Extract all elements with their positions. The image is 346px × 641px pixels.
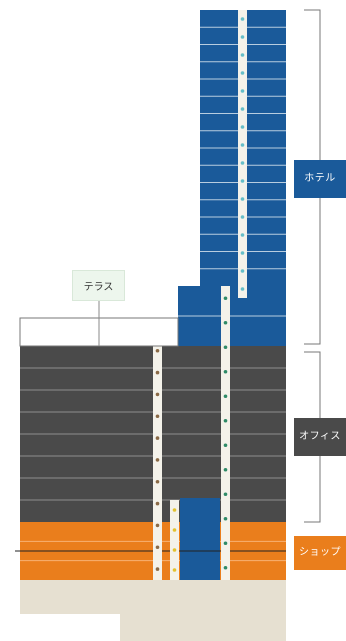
shop-core-dot: [172, 568, 177, 572]
hotel-core-dot: [240, 269, 245, 273]
hotel-core-dot: [240, 233, 245, 237]
main-core-dot: [223, 369, 228, 374]
hotel-core-dot: [240, 35, 245, 39]
main-core-dot: [223, 516, 228, 521]
main-core-dot: [223, 418, 228, 423]
office-core-dot: [155, 501, 160, 506]
main-core-dot: [223, 467, 228, 472]
base-upper: [20, 580, 286, 614]
hotel-core-dot: [240, 53, 245, 57]
office-core-dot: [155, 567, 160, 571]
main-core-dot: [223, 443, 228, 448]
shop-core-dot: [172, 548, 177, 552]
shop-core-dot: [172, 508, 177, 512]
main-core-dot: [223, 565, 228, 570]
hotel-label: ホテル: [294, 160, 346, 198]
terrace-label: テラス: [72, 270, 125, 301]
office-core-dot: [155, 436, 160, 440]
hotel-core-dot: [240, 215, 245, 219]
hotel-core-dot: [240, 287, 245, 291]
main-core-shaft: [221, 286, 230, 580]
office-core-dot: [155, 392, 160, 397]
hotel-core-dot: [240, 143, 245, 147]
main-core-dot: [223, 541, 228, 546]
hotel-core-dot: [240, 89, 245, 93]
main-core-dot: [223, 320, 228, 325]
main-core-dot: [223, 394, 228, 399]
hotel-core-shaft: [238, 10, 247, 298]
main-core-dot: [223, 492, 228, 497]
main-core-dot: [223, 345, 228, 350]
shop-core-shaft: [170, 500, 179, 580]
building-cores: [153, 10, 247, 580]
hotel-core-dot: [240, 197, 245, 201]
shop-core-dot: [172, 528, 177, 532]
office-core-dot: [155, 479, 160, 484]
shop-label: ショップ: [294, 536, 346, 570]
hotel-core-dot: [240, 71, 245, 75]
terrace-outline: [19, 301, 179, 347]
office-core-dot: [155, 414, 160, 419]
hotel-core-dot: [240, 179, 245, 183]
hotel-zone: [178, 10, 286, 346]
office-core-dot: [155, 370, 160, 375]
shop-hotel-core-zone: [180, 498, 220, 580]
main-core-dot: [223, 296, 228, 301]
office-core-dot: [155, 545, 160, 550]
hotel-core-dot: [240, 107, 245, 111]
building-base: [20, 580, 286, 641]
hotel-core-dot: [240, 17, 245, 21]
hotel-core-dot: [240, 161, 245, 165]
office-label: オフィス: [294, 418, 346, 456]
hotel-core-dot: [240, 251, 245, 255]
hotel-core-dot: [240, 125, 245, 129]
office-core-dot: [155, 523, 160, 528]
office-core-shaft: [153, 318, 162, 580]
office-core-dot: [155, 348, 160, 353]
base-lower: [120, 614, 286, 641]
office-core-dot: [155, 458, 160, 462]
